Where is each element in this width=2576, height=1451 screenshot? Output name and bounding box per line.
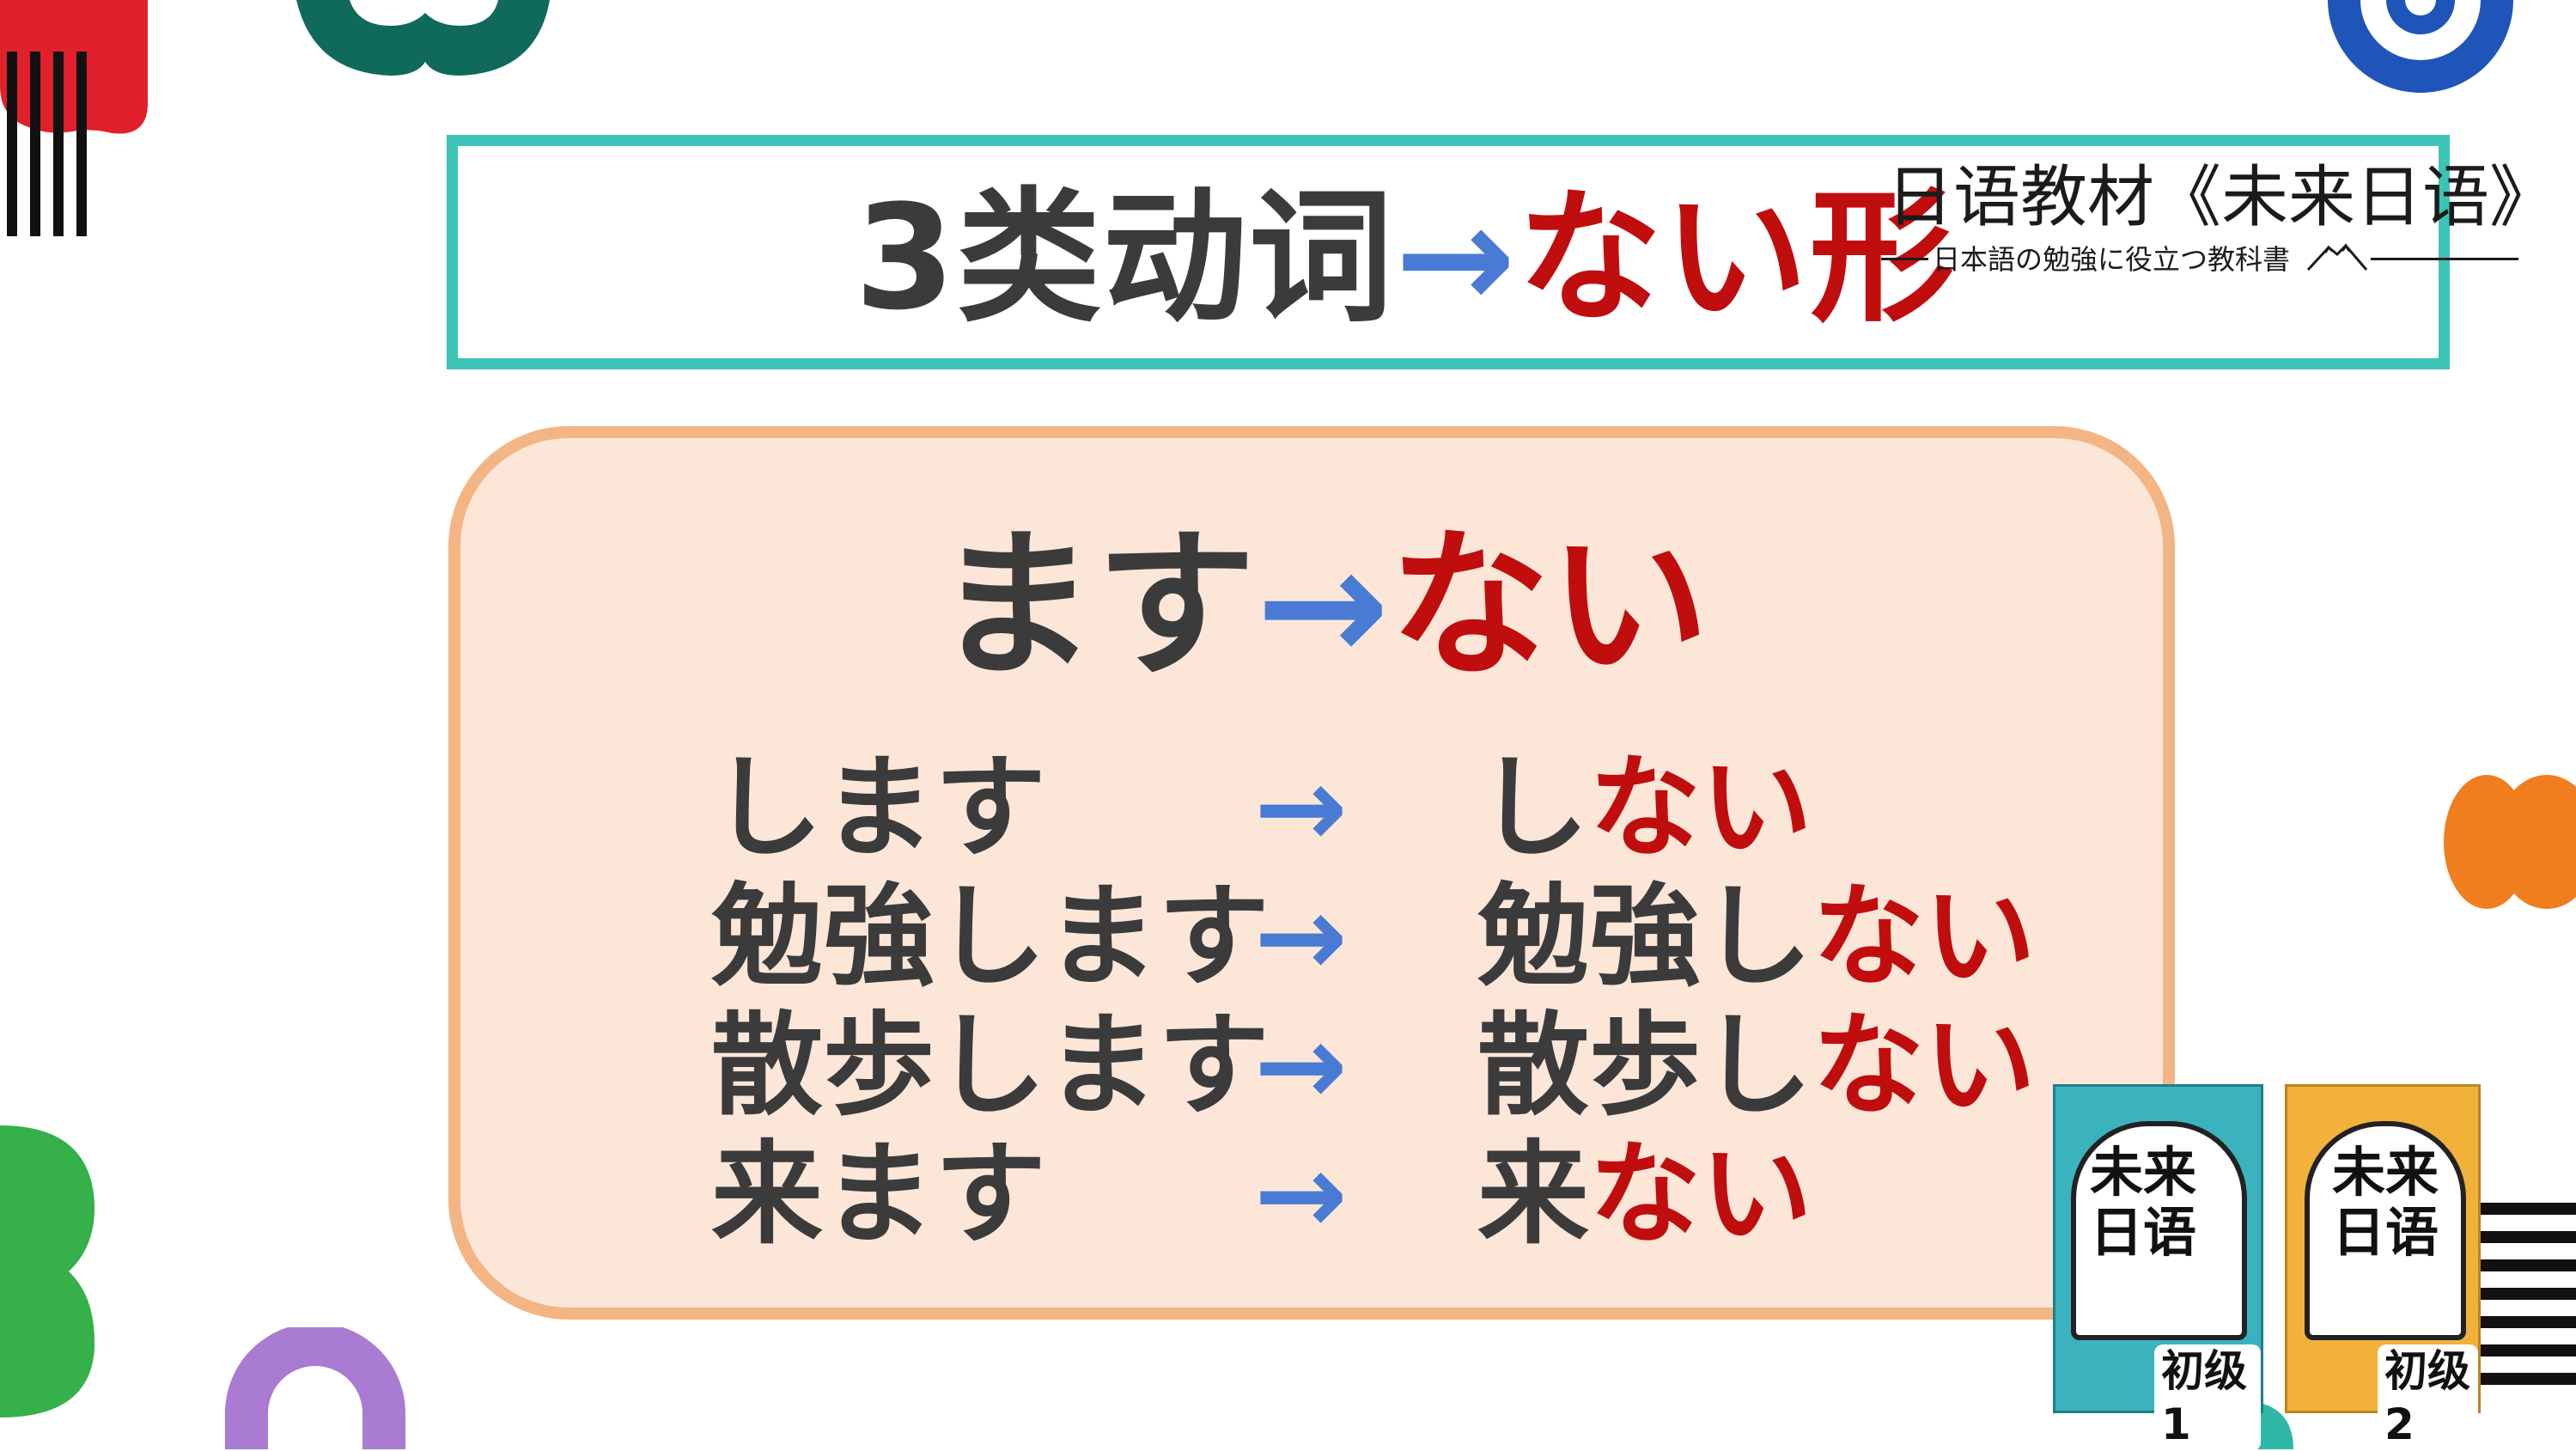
row-2-to: 勉強しない: [1477, 872, 2036, 1001]
row-3-to: 散歩しない: [1477, 1001, 2036, 1130]
row-2-from: 勉強します: [711, 871, 1270, 1002]
decor-blue-target-top-right: [2328, 0, 2513, 93]
book-1-title-line2: 日语: [2090, 1201, 2197, 1264]
panel-heading: ます→ない: [936, 511, 1709, 700]
heading-to: ない: [1389, 512, 1709, 698]
row-1-from: します: [711, 742, 1047, 873]
heading-from: ます: [936, 512, 1257, 698]
decor-purple-arch-bottom: [225, 1327, 405, 1449]
decor-red-shape-top-left: [0, 0, 148, 236]
row-4-stem: 来: [1477, 1129, 1590, 1259]
title-arrow: →: [1394, 174, 1518, 342]
book-2-title-line1: 未来: [2332, 1141, 2439, 1204]
book-1-level: 初级1: [2154, 1344, 2261, 1451]
decor-green-shape-left: [0, 1125, 95, 1417]
brand-title: 日语教材《未来日语》: [1886, 159, 2557, 236]
book-2-art: [2305, 1121, 2466, 1340]
row-2-arrow: →: [1254, 871, 1348, 1002]
book-2-level: 初级2: [2378, 1344, 2478, 1451]
brand-divider-right: [2371, 258, 2518, 260]
book-cover-1: 未来 日语 初级1: [2053, 1084, 2263, 1451]
page-title: 3类动词→ない形: [855, 172, 1956, 344]
row-1-to: しない: [1477, 743, 1812, 872]
row-4-from: 来ます: [711, 1129, 1047, 1259]
book-cover-2: 未来 日语 初级2: [2285, 1084, 2481, 1451]
brand-divider-left: [1881, 258, 1928, 260]
title-frame: [447, 135, 2450, 369]
row-1-stem: し: [1477, 742, 1590, 873]
row-1-arrow: →: [1254, 742, 1348, 873]
row-3-arrow: →: [1254, 1000, 1348, 1131]
decor-orange-blob-right: [2444, 775, 2576, 909]
brand-subtitle: 日本語の勉強に役立つ教科書: [1933, 243, 2291, 276]
title-prefix: 3类动词: [855, 174, 1395, 342]
mountain-icon: [2306, 243, 2368, 271]
row-2-stem: 勉強し: [1477, 871, 1813, 1002]
row-3-ending: ない: [1812, 1000, 2037, 1131]
row-4-arrow: →: [1254, 1129, 1348, 1259]
book-1-art: [2071, 1121, 2247, 1340]
heading-arrow: →: [1256, 512, 1390, 698]
row-2-ending: ない: [1812, 871, 2037, 1002]
decor-teal-arch-top: [296, 0, 550, 76]
row-1-ending: ない: [1589, 742, 1813, 873]
conjugation-panel: [448, 426, 2175, 1320]
row-3-from: 散歩します: [711, 1000, 1270, 1131]
row-3-stem: 散歩し: [1477, 1000, 1813, 1131]
decor-black-stripes-right: [2474, 1203, 2576, 1385]
book-2-title-line2: 日语: [2332, 1201, 2439, 1264]
row-4-ending: ない: [1589, 1129, 1813, 1259]
row-4-to: 来ない: [1477, 1130, 1812, 1259]
book-1-title-line1: 未来: [2090, 1141, 2197, 1204]
